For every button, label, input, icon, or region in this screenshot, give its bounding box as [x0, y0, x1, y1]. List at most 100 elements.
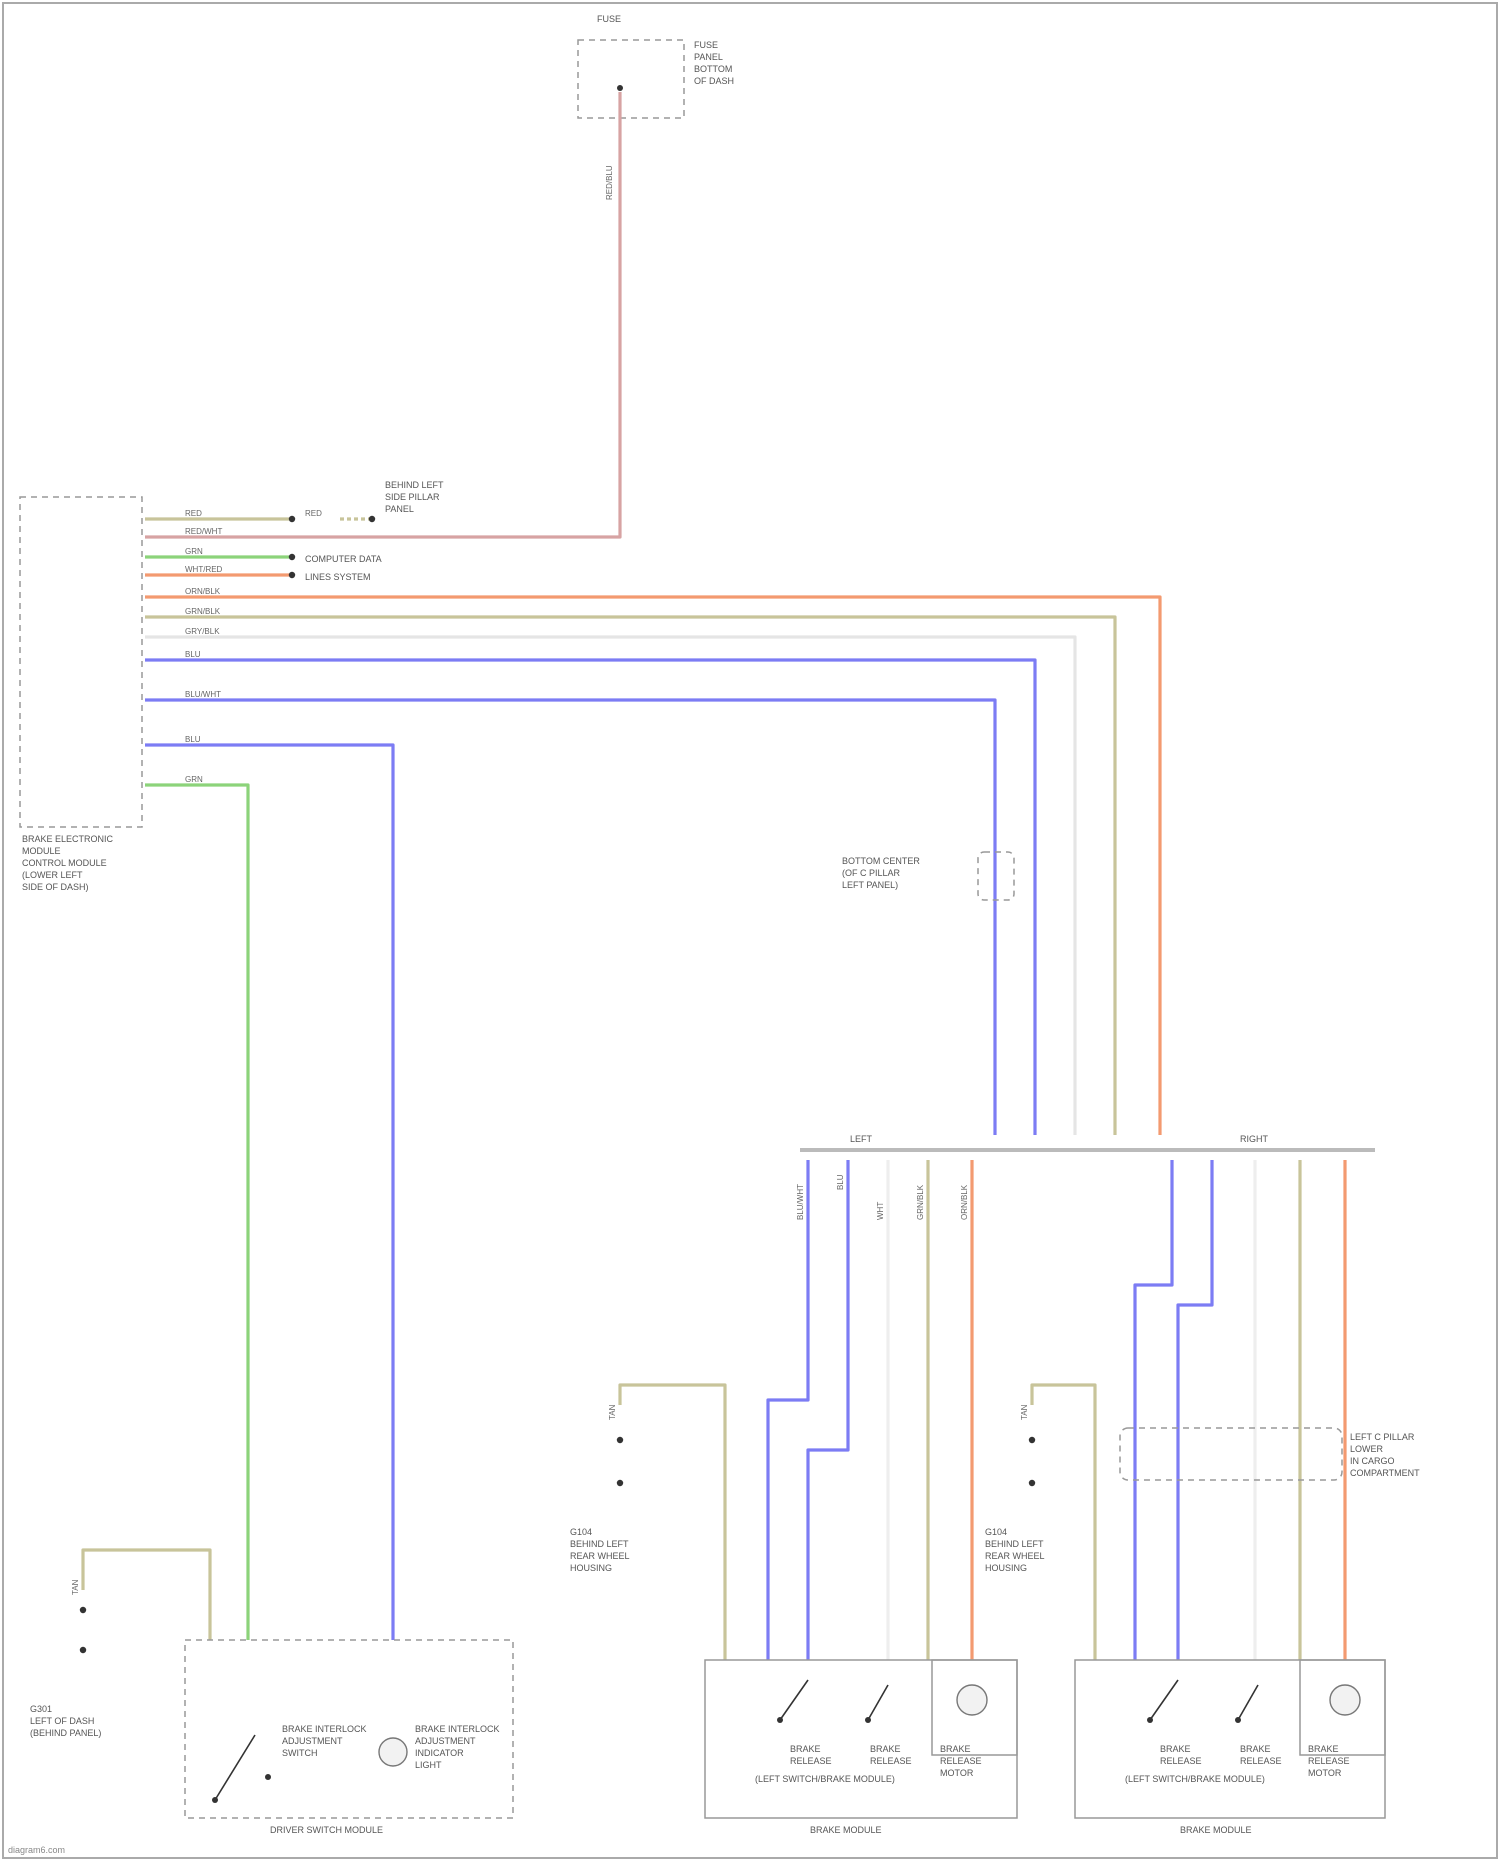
splice-dot-2 [369, 516, 375, 522]
bus-left-label: LEFT [850, 1134, 873, 1144]
module-label-1: BRAKE ELECTRONIC [22, 834, 114, 844]
ground-left-label-1: G301 [30, 1704, 52, 1714]
left-sw1-label-2: RELEASE [790, 1756, 832, 1766]
ground-right-dot-2 [1029, 1480, 1035, 1486]
left-switch-dot-2 [865, 1717, 871, 1723]
footer-watermark: diagram6.com [8, 1845, 65, 1855]
code-v2: BLU [836, 1174, 845, 1190]
code-g3: TAN [71, 1579, 80, 1595]
ground-right-label-1: G104 [985, 1527, 1007, 1537]
code-c2: RED/WHT [185, 527, 222, 536]
fuse-panel-box [578, 40, 684, 118]
ground-right-label-2: BEHIND LEFT [985, 1539, 1044, 1549]
wire-green-driver [145, 785, 248, 1640]
code-c5: ORN/BLK [185, 587, 221, 596]
indicator-lamp [379, 1738, 407, 1766]
wire-white-long [145, 637, 1075, 1135]
module-label-3: CONTROL MODULE [22, 858, 107, 868]
left-switch-1 [780, 1680, 808, 1720]
fuse-panel-label-4: OF DASH [694, 76, 734, 86]
code-c4: WHT/RED [185, 565, 223, 574]
driver-ind-label-2: ADJUSTMENT [415, 1736, 476, 1746]
data-dot-1 [289, 554, 295, 560]
brake-control-module: BRAKE ELECTRONIC MODULE CONTROL MODULE (… [20, 497, 142, 892]
data-dot-2 [289, 572, 295, 578]
splice-label-2: (OF C PILLAR [842, 868, 901, 878]
ground-left-dot-2 [80, 1647, 86, 1653]
driver-module-label: DRIVER SWITCH MODULE [270, 1825, 383, 1835]
code-c6: GRN/BLK [185, 607, 221, 616]
wire-orange-long [145, 597, 1160, 1135]
wire-blue-right-module-1 [1135, 1160, 1172, 1660]
left-motor-label-3: MOTOR [940, 1768, 974, 1778]
fuse-label: FUSE [597, 14, 621, 24]
top-ref-1: BEHIND LEFT [385, 480, 444, 490]
code-v3: WHT [876, 1202, 885, 1220]
driver-ind-label-1: BRAKE INTERLOCK [415, 1724, 500, 1734]
code-c3: GRN [185, 547, 203, 556]
conn-right-label-3: IN CARGO [1350, 1456, 1395, 1466]
code-v1: BLU/WHT [796, 1184, 805, 1220]
conn-right-label-1: LEFT C PILLAR [1350, 1432, 1415, 1442]
wire-blue-2 [145, 700, 995, 1135]
fuse-panel-label-2: PANEL [694, 52, 723, 62]
code-c10: BLU [185, 735, 201, 744]
left-sw2-label-2: RELEASE [870, 1756, 912, 1766]
left-sw2-label-1: BRAKE [870, 1744, 901, 1754]
right-motor-label-3: MOTOR [1308, 1768, 1342, 1778]
ground-left-label-2: LEFT OF DASH [30, 1716, 94, 1726]
other-label-2: LINES SYSTEM [305, 572, 371, 582]
ground-left-dot-1 [80, 1607, 86, 1613]
cargo-connector-box [1120, 1428, 1342, 1480]
brake-module-right: BRAKE RELEASE BRAKE RELEASE (LEFT SWITCH… [1075, 1660, 1385, 1835]
wire-tan-long [145, 617, 1115, 1135]
driver-switch-dot-2 [265, 1774, 271, 1780]
left-brake-motor [957, 1685, 987, 1715]
code-top-red: RED/BLU [605, 165, 614, 200]
ground-mid-label-4: HOUSING [570, 1563, 612, 1573]
brake-module-left: BRAKE RELEASE BRAKE RELEASE (LEFT SWITCH… [705, 1660, 1017, 1835]
right-switch-1 [1150, 1680, 1178, 1720]
code-r1: RED [305, 509, 322, 518]
right-motor-label-1: BRAKE [1308, 1744, 1339, 1754]
ground-mid-dot-1 [617, 1437, 623, 1443]
page-border [3, 3, 1497, 1858]
right-switch-2 [1238, 1685, 1258, 1720]
wire-blue-left-module-2 [808, 1160, 848, 1660]
driver-switch-dot-1 [212, 1797, 218, 1803]
code-c8: BLU [185, 650, 201, 659]
wire-blue-driver [145, 745, 393, 1640]
bus-right-label: RIGHT [1240, 1134, 1269, 1144]
wire-red-power [145, 92, 620, 537]
code-c11: GRN [185, 775, 203, 784]
other-label-1: COMPUTER DATA [305, 554, 382, 564]
left-motor-label-2: RELEASE [940, 1756, 982, 1766]
wire-blue-1 [145, 660, 1035, 1135]
left-sw-caption: (LEFT SWITCH/BRAKE MODULE) [755, 1774, 895, 1784]
splice-label-1: BOTTOM CENTER [842, 856, 920, 866]
conn-right-label-4: COMPARTMENT [1350, 1468, 1420, 1478]
code-v5: ORN/BLK [960, 1184, 969, 1220]
right-sw1-label-2: RELEASE [1160, 1756, 1202, 1766]
code-c9: BLU/WHT [185, 690, 221, 699]
driver-sw-label-1: BRAKE INTERLOCK [282, 1724, 367, 1734]
splice-dot-1 [289, 516, 295, 522]
ground-mid-dot-2 [617, 1480, 623, 1486]
wire-blue-right-module-2 [1178, 1160, 1212, 1660]
splice-label-3: LEFT PANEL) [842, 880, 898, 890]
code-c7: GRY/BLK [185, 627, 220, 636]
ground-left-label-3: (BEHIND PANEL) [30, 1728, 101, 1738]
right-sw1-label-1: BRAKE [1160, 1744, 1191, 1754]
driver-switch-contact [215, 1735, 255, 1800]
module-label-4: (LOWER LEFT [22, 870, 83, 880]
control-module-box [20, 497, 142, 827]
left-motor-label-1: BRAKE [940, 1744, 971, 1754]
wire-tan-ground-mid [620, 1385, 725, 1660]
right-motor-label-2: RELEASE [1308, 1756, 1350, 1766]
driver-sw-label-3: SWITCH [282, 1748, 318, 1758]
ground-right-label-3: REAR WHEEL [985, 1551, 1045, 1561]
top-ref-2: SIDE PILLAR [385, 492, 440, 502]
module-pins [80, 516, 1035, 1653]
top-ref-3: PANEL [385, 504, 414, 514]
